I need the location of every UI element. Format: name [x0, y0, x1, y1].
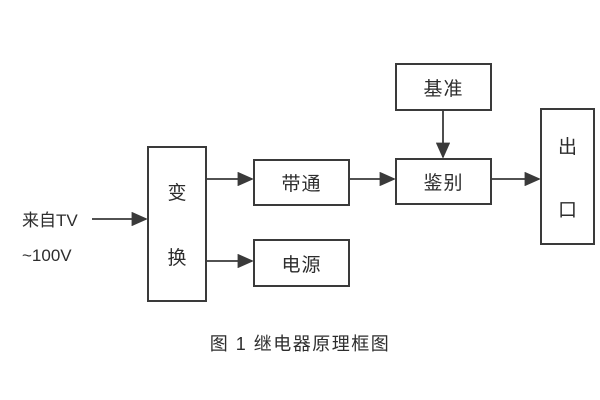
block-transform: 变 换 — [147, 146, 207, 302]
block-reference: 基准 — [395, 63, 492, 111]
input-source-line1: 来自TV — [22, 211, 78, 230]
block-transform-char2: 换 — [167, 248, 187, 269]
block-output: 出 口 — [540, 108, 595, 245]
block-bandpass: 带通 — [253, 159, 350, 206]
figure-caption: 图 1 继电器原理框图 — [209, 334, 391, 354]
block-reference-label: 基准 — [423, 78, 464, 100]
block-output-char2: 口 — [557, 199, 577, 221]
block-discriminator-label: 鉴别 — [423, 173, 464, 194]
input-source-line2: ~100V — [22, 246, 72, 265]
block-power: 电源 — [253, 239, 350, 287]
block-power-label: 电源 — [281, 254, 322, 276]
input-source-label: 来自TV ~100V — [22, 203, 78, 273]
block-discriminator: 鉴别 — [395, 158, 492, 205]
block-bandpass-label: 带通 — [281, 174, 322, 195]
block-output-char1: 出 — [557, 136, 577, 158]
block-transform-char1: 变 — [167, 183, 187, 204]
